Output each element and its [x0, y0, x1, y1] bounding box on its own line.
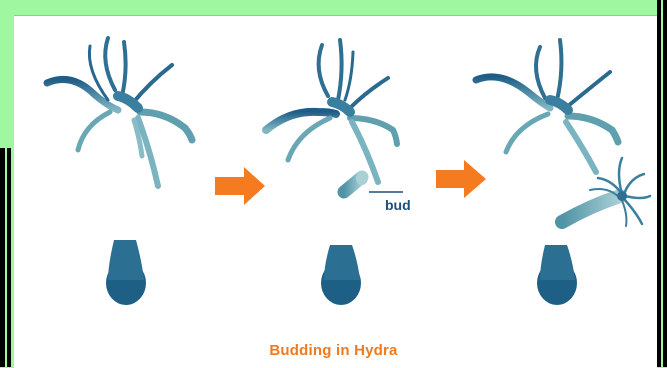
diagram-caption: Budding in Hydra [0, 342, 667, 359]
hydra-with-grown-bud [476, 40, 650, 305]
hydra-with-bud [266, 40, 397, 305]
hydra-adult [47, 38, 192, 305]
right-arrow-icon [436, 160, 486, 198]
right-arrow-icon [215, 167, 265, 205]
bud-label: bud [385, 197, 411, 213]
